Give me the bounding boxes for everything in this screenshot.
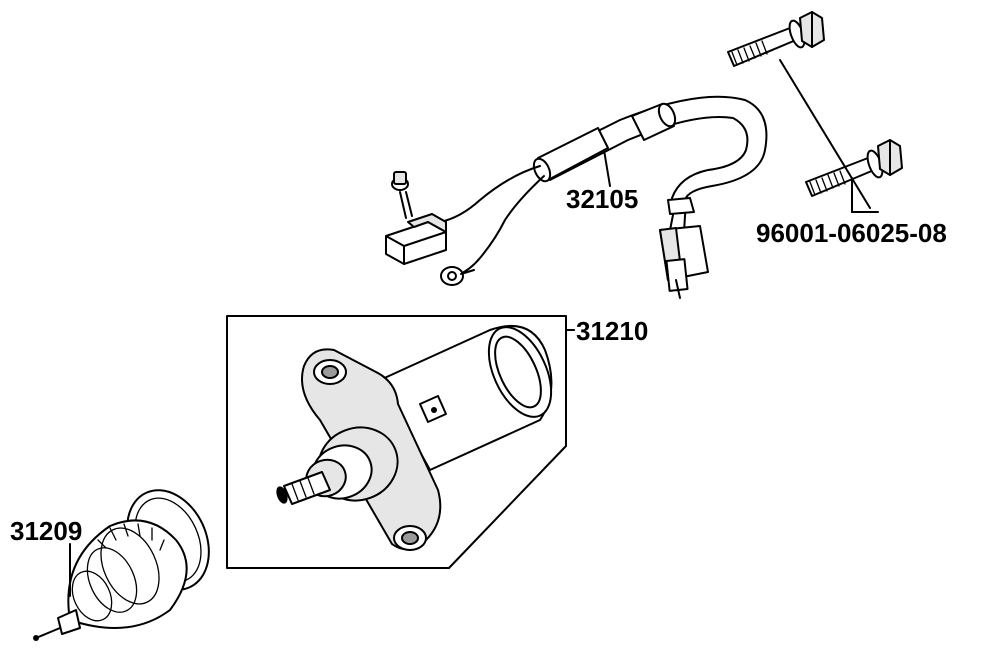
starter-motor <box>276 325 553 551</box>
harness-leader-line <box>603 149 611 187</box>
bolt-leader-lines <box>779 59 879 213</box>
ring-terminal <box>440 266 475 286</box>
label-starter-motor: 31210 <box>576 316 648 346</box>
label-bolt: 96001-06025-08 <box>756 218 947 248</box>
bolt-upper <box>727 11 825 67</box>
label-starter-clutch-gear: 31209 <box>10 516 82 546</box>
small-screw <box>391 171 413 219</box>
starter-clutch-gear <box>33 489 210 641</box>
wire-harness <box>385 95 768 299</box>
bolt-lower <box>805 139 903 197</box>
large-connector <box>659 197 709 299</box>
label-wire-harness: 32105 <box>566 184 638 214</box>
small-connector <box>385 213 447 265</box>
